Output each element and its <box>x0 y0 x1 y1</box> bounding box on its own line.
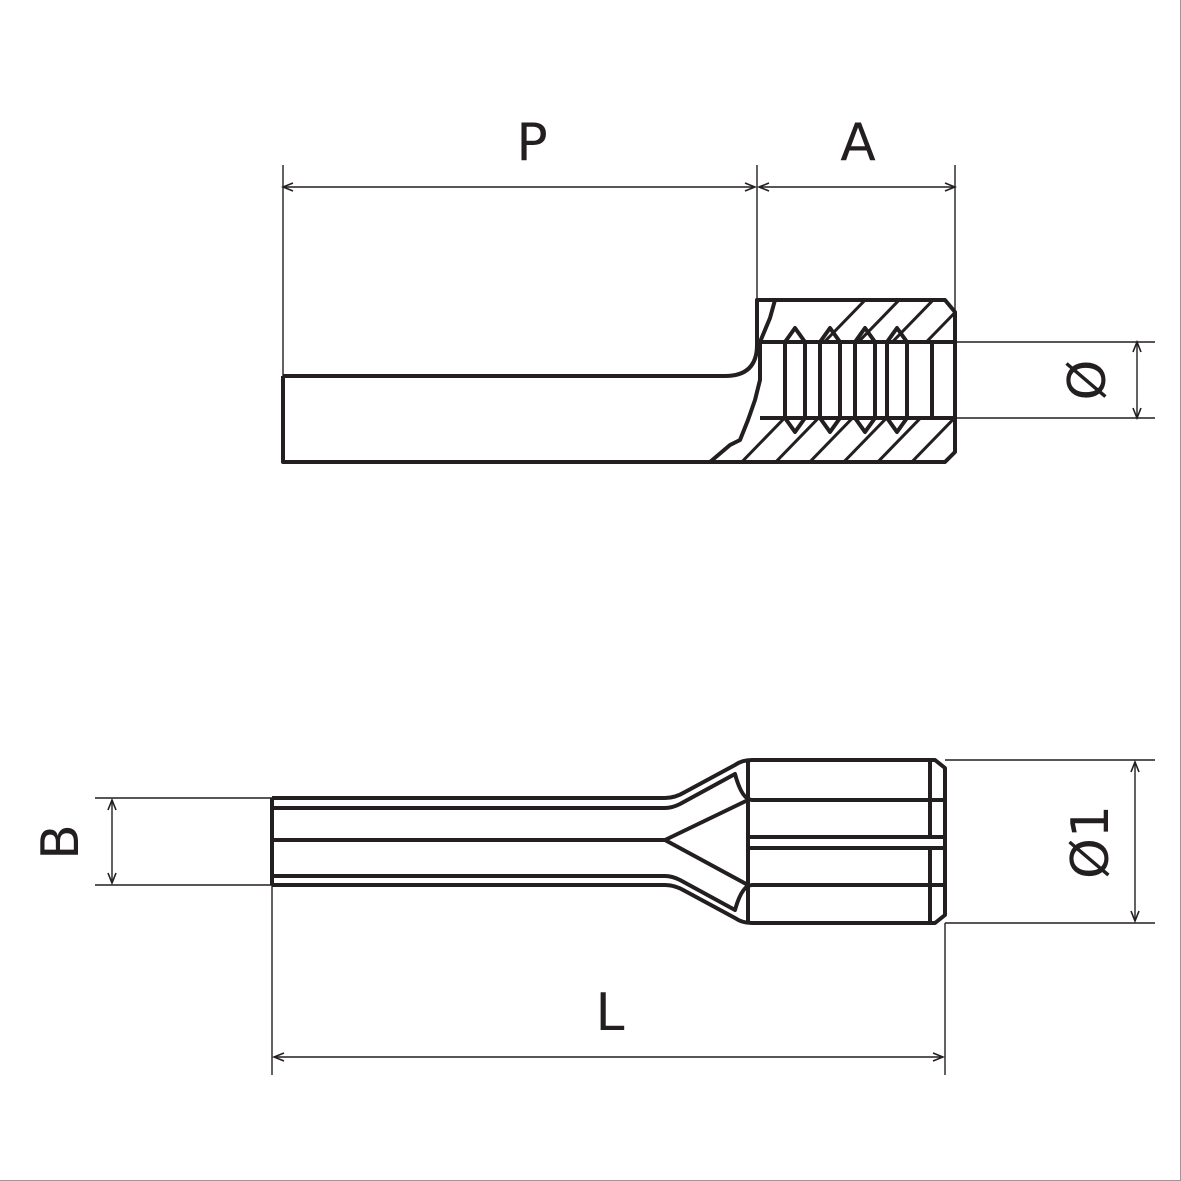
thread-crest <box>853 326 877 434</box>
label-p: P <box>516 113 547 173</box>
label-diameter-1: Ø1 <box>1061 805 1121 879</box>
hatch-line <box>834 300 955 462</box>
dimension-diameter-1: Ø1 <box>945 759 1155 924</box>
hatch-line <box>868 300 955 462</box>
dimension-diameter: Ø <box>955 342 1155 418</box>
hatch-line <box>902 300 955 462</box>
label-diameter: Ø <box>1058 360 1118 401</box>
label-b: B <box>31 824 91 860</box>
dimension-b: B <box>31 797 272 886</box>
dimension-a: A <box>759 113 955 187</box>
dimension-l: L <box>271 885 946 1075</box>
thread-crest <box>783 326 807 434</box>
thread-crest <box>818 326 842 434</box>
thread-lines <box>783 326 909 434</box>
label-l: L <box>596 983 625 1043</box>
bottom-part <box>270 758 947 925</box>
label-a: A <box>840 113 876 173</box>
top-part-section <box>281 298 957 464</box>
thread-crest <box>885 326 909 434</box>
